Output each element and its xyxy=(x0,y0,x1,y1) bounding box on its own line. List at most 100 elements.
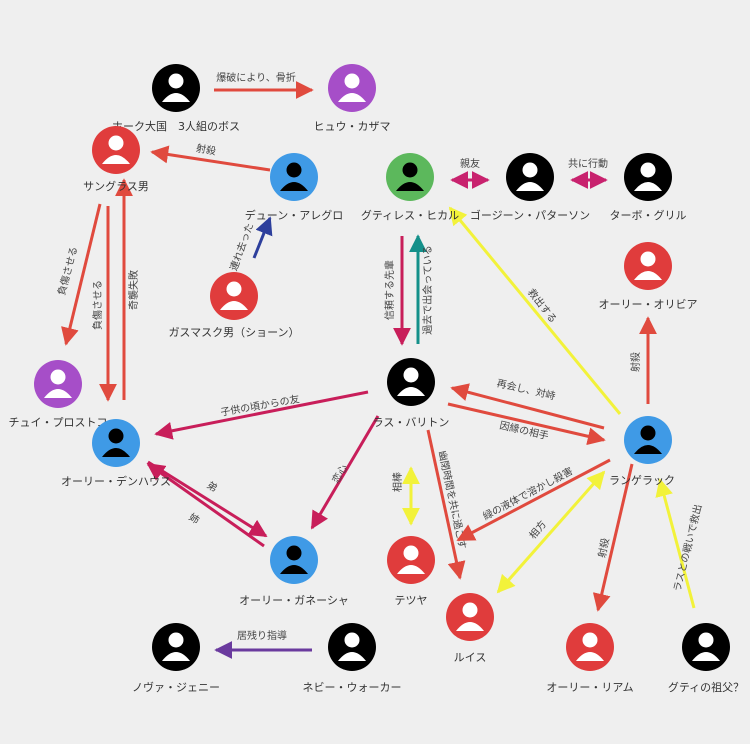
node-tetsuya[interactable]: テツヤ xyxy=(387,536,435,607)
person-icon xyxy=(102,135,130,164)
person-icon xyxy=(397,367,425,396)
edge-label: 奇襲失敗 xyxy=(127,270,140,310)
edge-e9: 信頼する先輩 xyxy=(383,236,411,346)
node-langerack[interactable]: ランゲラック xyxy=(609,416,675,487)
node-nova[interactable]: ノヴァ・ジェニー xyxy=(132,623,220,694)
edge-e13: 子供の頃からの友 xyxy=(154,390,369,440)
edge-line xyxy=(147,460,268,538)
node-label: デューン・アレグロ xyxy=(245,208,343,222)
node-label: オーリー・リアム xyxy=(546,681,633,694)
node-hyu[interactable]: ヒュウ・カザマ xyxy=(314,64,391,133)
edge-e14: 再会し、対峙 xyxy=(450,376,605,430)
person-icon xyxy=(634,162,662,191)
edge-line xyxy=(154,390,369,440)
edge-line xyxy=(450,383,605,430)
person-icon xyxy=(102,428,130,457)
node-label: ラス・バリトン xyxy=(373,416,450,429)
edge-e16: 弟 xyxy=(147,460,268,538)
edge-e18: 恋心 xyxy=(310,415,380,530)
node-turbo[interactable]: ターボ・グリル xyxy=(610,153,687,222)
edge-e24: ラスとの戦いで救出 xyxy=(655,478,705,609)
person-icon xyxy=(634,425,662,454)
node-label: ネビー・ウォーカー xyxy=(303,681,402,694)
edge-label: 過去で出会っている xyxy=(421,245,434,335)
person-icon xyxy=(576,632,604,661)
node-sunglass[interactable]: サングラス男 xyxy=(83,126,149,193)
edge-e7: 負傷させる xyxy=(91,206,117,402)
person-icon xyxy=(280,545,308,574)
node-gasmask[interactable]: ガスマスク男（ショーン） xyxy=(168,272,300,339)
node-gorgeen[interactable]: ゴージーン・パターソン xyxy=(470,153,590,222)
person-icon xyxy=(162,73,190,102)
node-louis[interactable]: ルイス xyxy=(446,593,494,664)
edge-e11: 救出する xyxy=(448,206,622,415)
node-ras[interactable]: ラス・バリトン xyxy=(373,358,450,429)
edge-label: 再会し、対峙 xyxy=(495,376,556,402)
edge-line xyxy=(448,206,622,415)
node-label: ホーク大国 3人組のボス xyxy=(112,119,240,133)
edge-label: 負傷させる xyxy=(91,280,104,330)
edge-line xyxy=(252,216,273,259)
edge-e8: 奇襲失敗 xyxy=(115,178,140,400)
node-label: ゴージーン・パターソン xyxy=(470,208,590,222)
node-hawk[interactable]: ホーク大国 3人組のボス xyxy=(112,64,240,133)
node-label: チュイ・プロストコ xyxy=(9,416,108,429)
node-label: オーリー・ガネーシャ xyxy=(239,594,349,607)
node-label: テツヤ xyxy=(395,594,428,607)
node-ganesha[interactable]: オーリー・ガネーシャ xyxy=(239,536,349,607)
edge-line xyxy=(61,203,102,346)
person-icon xyxy=(456,602,484,631)
edge-label: 負傷させる xyxy=(55,245,80,297)
node-navy[interactable]: ネビー・ウォーカー xyxy=(303,623,402,694)
edge-label: 射殺 xyxy=(595,537,612,559)
edge-line xyxy=(447,402,606,446)
person-icon xyxy=(396,162,424,191)
edge-label: 共に行動 xyxy=(568,157,608,170)
node-label: ターボ・グリル xyxy=(610,208,687,222)
edge-line xyxy=(426,429,466,580)
edge-line xyxy=(592,463,634,612)
node-olivia[interactable]: オーリー・オリビア xyxy=(599,242,698,311)
edge-e19: 相棒 xyxy=(391,466,420,526)
node-chui[interactable]: チュイ・プロストコ xyxy=(9,360,108,429)
edge-e5: 共に行動 xyxy=(568,157,608,189)
person-icon xyxy=(397,545,425,574)
edge-label: 姉 xyxy=(187,510,202,526)
edge-e2: 射殺 xyxy=(150,141,271,172)
edge-label: 連れ去った xyxy=(227,221,256,272)
node-grandpa[interactable]: グティの祖父？ xyxy=(668,623,744,694)
person-icon xyxy=(692,632,720,661)
node-label: ガスマスク男（ショーン） xyxy=(168,326,299,339)
edge-line xyxy=(496,470,606,594)
node-denhaus[interactable]: オーリー・デンハウス xyxy=(61,419,171,488)
node-liam[interactable]: オーリー・リアム xyxy=(546,623,634,694)
edge-label: 恋心 xyxy=(329,462,350,486)
node-label: グティレス・ヒカル xyxy=(361,208,459,222)
node-dune[interactable]: デューン・アレグロ xyxy=(245,153,343,222)
node-label: サングラス男 xyxy=(83,179,149,193)
edge-label: 親友 xyxy=(460,157,480,170)
edge-label: 緑の液体で溶かし殺害 xyxy=(481,464,575,522)
node-label: ヒュウ・カザマ xyxy=(314,120,391,133)
edge-label: 居残り指導 xyxy=(237,629,287,642)
edge-line xyxy=(655,478,696,609)
edge-line xyxy=(150,145,271,172)
person-icon xyxy=(280,162,308,191)
edge-label: 射殺 xyxy=(195,141,217,157)
node-label: グティの祖父？ xyxy=(668,680,744,694)
edge-line xyxy=(310,415,380,530)
edges-layer: 爆破により、骨折射殺連れ去った親友共に行動負傷させる負傷させる奇襲失敗信頼する先… xyxy=(55,71,705,659)
node-label: オーリー・オリビア xyxy=(599,298,698,311)
person-icon xyxy=(338,73,366,102)
person-icon xyxy=(44,369,72,398)
person-icon xyxy=(634,251,662,280)
node-gutiles[interactable]: グティレス・ヒカル xyxy=(361,153,459,222)
node-label: ノヴァ・ジェニー xyxy=(132,680,220,694)
edge-e1: 爆破により、骨折 xyxy=(214,71,314,99)
node-label: ルイス xyxy=(454,651,487,664)
edge-e10: 過去で出会っている xyxy=(409,234,434,344)
edge-label: 信頼する先輩 xyxy=(383,260,396,320)
node-label: ランゲラック xyxy=(609,474,675,487)
